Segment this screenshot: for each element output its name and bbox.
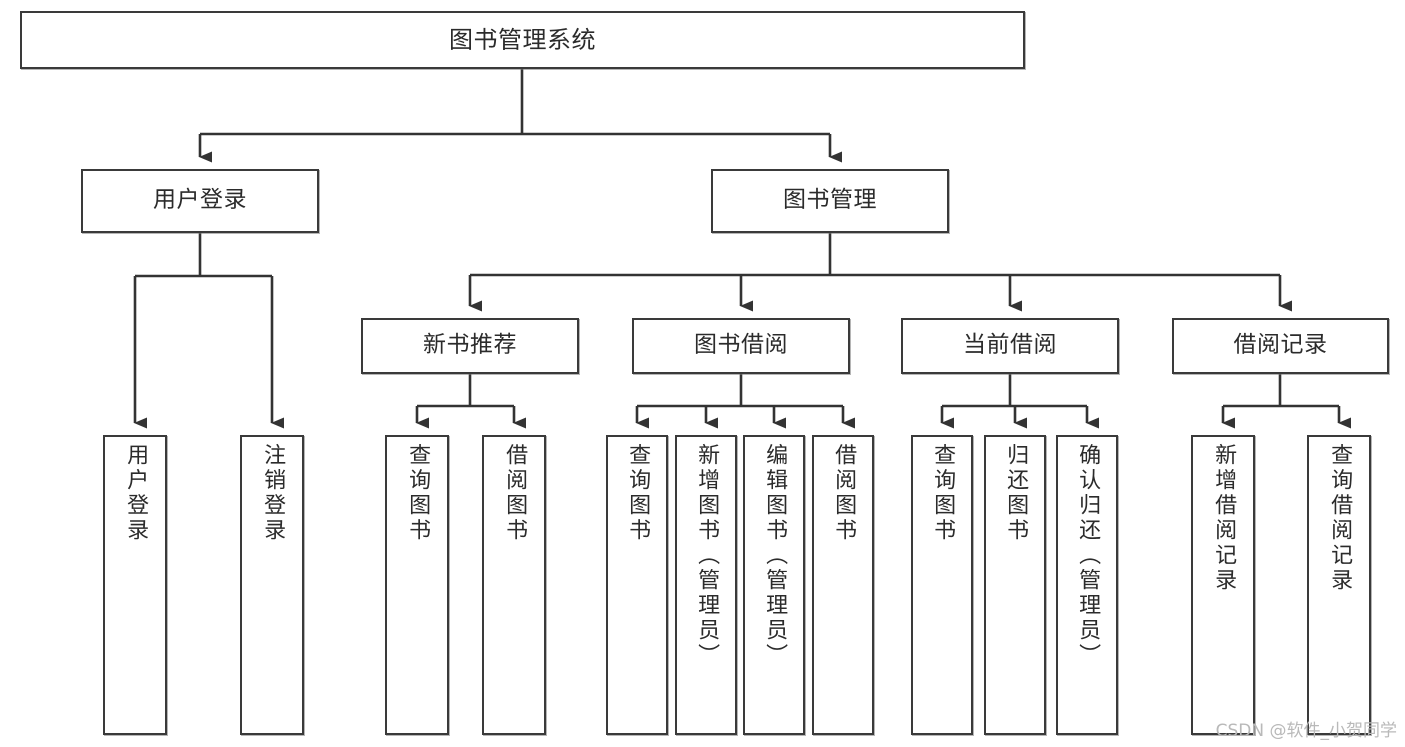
node-leaf-add-borrow-record[interactable]: 新增借阅记录 [1191, 435, 1255, 735]
node-leaf-query-book-current[interactable]: 查询图书 [911, 435, 973, 735]
node-book-management-label: 图书管理 [783, 187, 877, 214]
node-new-book-recommend[interactable]: 新书推荐 [361, 318, 579, 374]
node-leaf-query-book-borrow[interactable]: 查询图书 [606, 435, 668, 735]
node-leaf-query-book-recommend[interactable]: 查询图书 [385, 435, 449, 735]
csdn-watermark: CSDN @软件_小贺同学 [1215, 721, 1397, 741]
node-book-borrow-label: 图书借阅 [694, 332, 788, 359]
node-new-book-recommend-label: 新书推荐 [423, 332, 517, 359]
node-leaf-user-logout-label: 注销登录 [260, 443, 286, 543]
node-root-label: 图书管理系统 [449, 25, 596, 54]
node-leaf-query-book-recommend-label: 查询图书 [405, 443, 431, 543]
node-leaf-borrow-book[interactable]: 借阅图书 [812, 435, 874, 735]
node-leaf-edit-book-admin[interactable]: 编辑图书（管理员） [743, 435, 805, 735]
node-leaf-borrow-book-recommend-label: 借阅图书 [502, 443, 528, 543]
node-user-login[interactable]: 用户登录 [81, 169, 319, 233]
node-book-borrow[interactable]: 图书借阅 [632, 318, 850, 374]
node-leaf-add-book-admin[interactable]: 新增图书（管理员） [675, 435, 737, 735]
node-borrow-record[interactable]: 借阅记录 [1172, 318, 1389, 374]
node-leaf-borrow-book-recommend[interactable]: 借阅图书 [482, 435, 546, 735]
node-leaf-query-book-borrow-label: 查询图书 [625, 443, 651, 543]
node-leaf-add-book-admin-label: 新增图书（管理员） [694, 443, 720, 668]
node-leaf-query-book-current-label: 查询图书 [930, 443, 956, 543]
node-leaf-confirm-return-admin-label: 确认归还（管理员） [1075, 443, 1101, 668]
node-leaf-add-borrow-record-label: 新增借阅记录 [1211, 443, 1237, 593]
node-leaf-return-book-label: 归还图书 [1003, 443, 1029, 543]
node-current-borrow[interactable]: 当前借阅 [901, 318, 1119, 374]
node-borrow-record-label: 借阅记录 [1233, 332, 1328, 359]
node-book-management[interactable]: 图书管理 [711, 169, 949, 233]
node-current-borrow-label: 当前借阅 [963, 332, 1057, 359]
node-leaf-borrow-book-label: 借阅图书 [831, 443, 857, 543]
node-leaf-query-borrow-record[interactable]: 查询借阅记录 [1307, 435, 1371, 735]
node-leaf-user-login[interactable]: 用户登录 [103, 435, 167, 735]
node-user-login-label: 用户登录 [153, 187, 247, 214]
node-leaf-query-borrow-record-label: 查询借阅记录 [1327, 443, 1353, 593]
node-leaf-user-login-label: 用户登录 [123, 443, 149, 543]
node-leaf-confirm-return-admin[interactable]: 确认归还（管理员） [1056, 435, 1118, 735]
node-root[interactable]: 图书管理系统 [20, 11, 1025, 69]
node-leaf-return-book[interactable]: 归还图书 [984, 435, 1046, 735]
node-leaf-user-logout[interactable]: 注销登录 [240, 435, 304, 735]
node-leaf-edit-book-admin-label: 编辑图书（管理员） [762, 443, 788, 668]
